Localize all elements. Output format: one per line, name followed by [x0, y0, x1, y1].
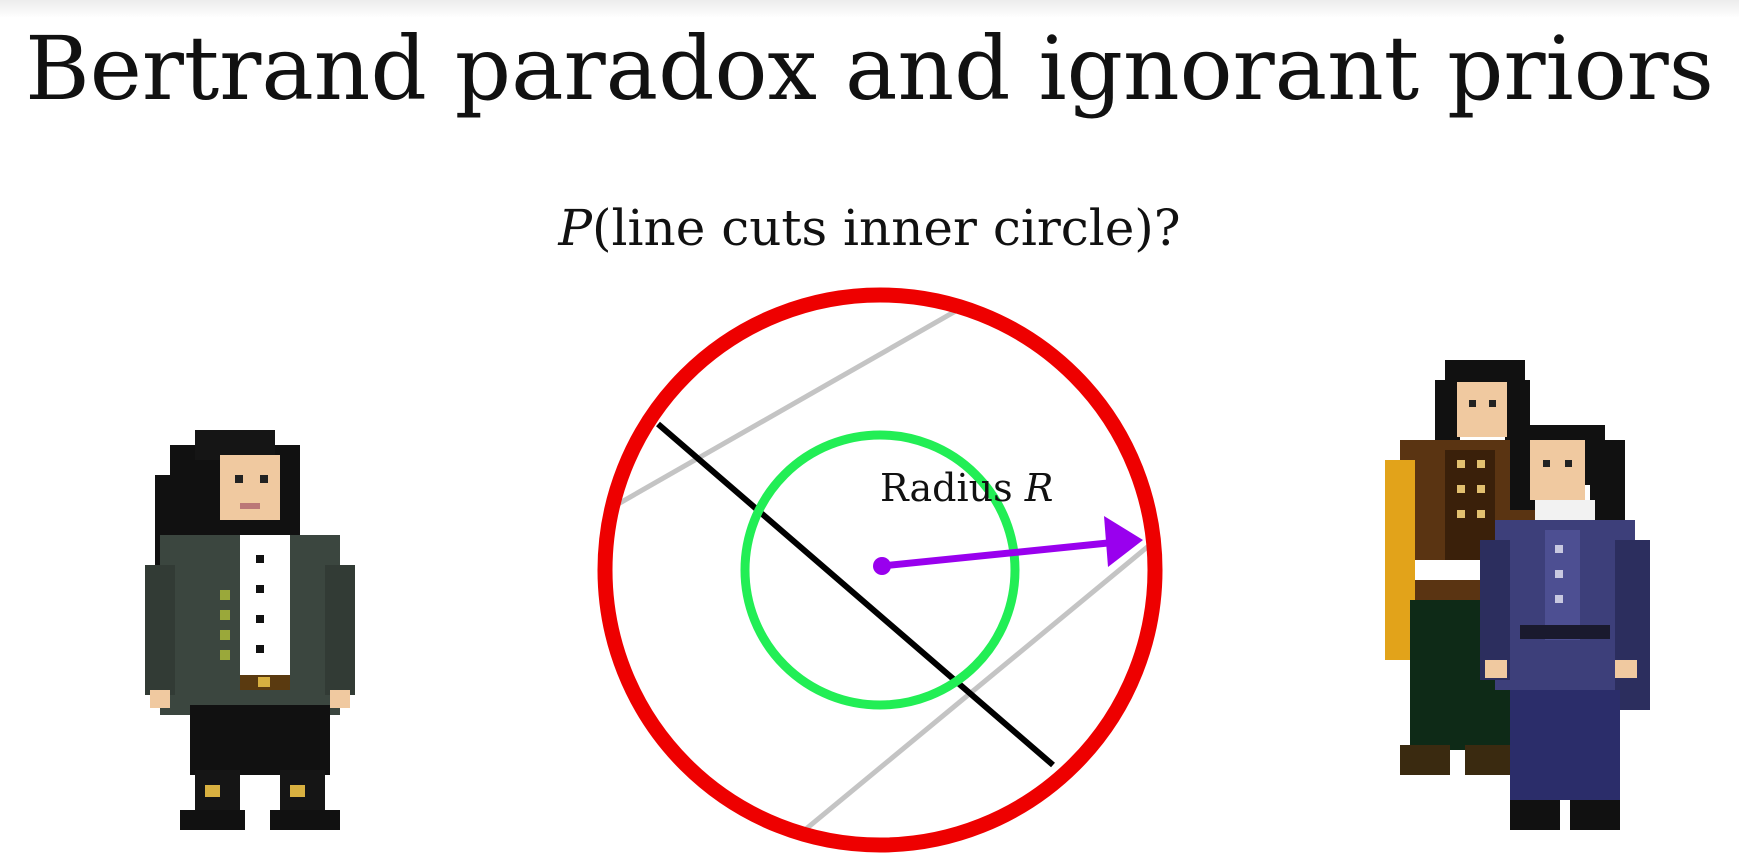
- slide-title: Bertrand paradox and ignorant priors: [25, 17, 1714, 120]
- legs: [180, 705, 340, 830]
- arrow-head: [1104, 516, 1143, 567]
- coat: [145, 535, 355, 715]
- radius-symbol: R: [1024, 466, 1054, 510]
- inner-circle: [740, 430, 1020, 710]
- center-dot: [873, 557, 891, 575]
- radius-word: Radius: [880, 466, 1013, 510]
- right-characters-illustration: [1385, 360, 1650, 830]
- left-character-illustration: [145, 430, 355, 830]
- probability-symbol: P: [558, 199, 593, 257]
- front-character: [1480, 425, 1650, 830]
- probability-event: (line cuts inner circle)?: [592, 199, 1181, 257]
- chord-line: [656, 421, 1055, 768]
- radius-arrow: [873, 516, 1143, 575]
- radius-label: Radius R: [880, 464, 1053, 512]
- probability-question: P(line cuts inner circle)?: [0, 196, 1739, 260]
- face: [220, 455, 280, 520]
- outer-circle: [597, 287, 1163, 853]
